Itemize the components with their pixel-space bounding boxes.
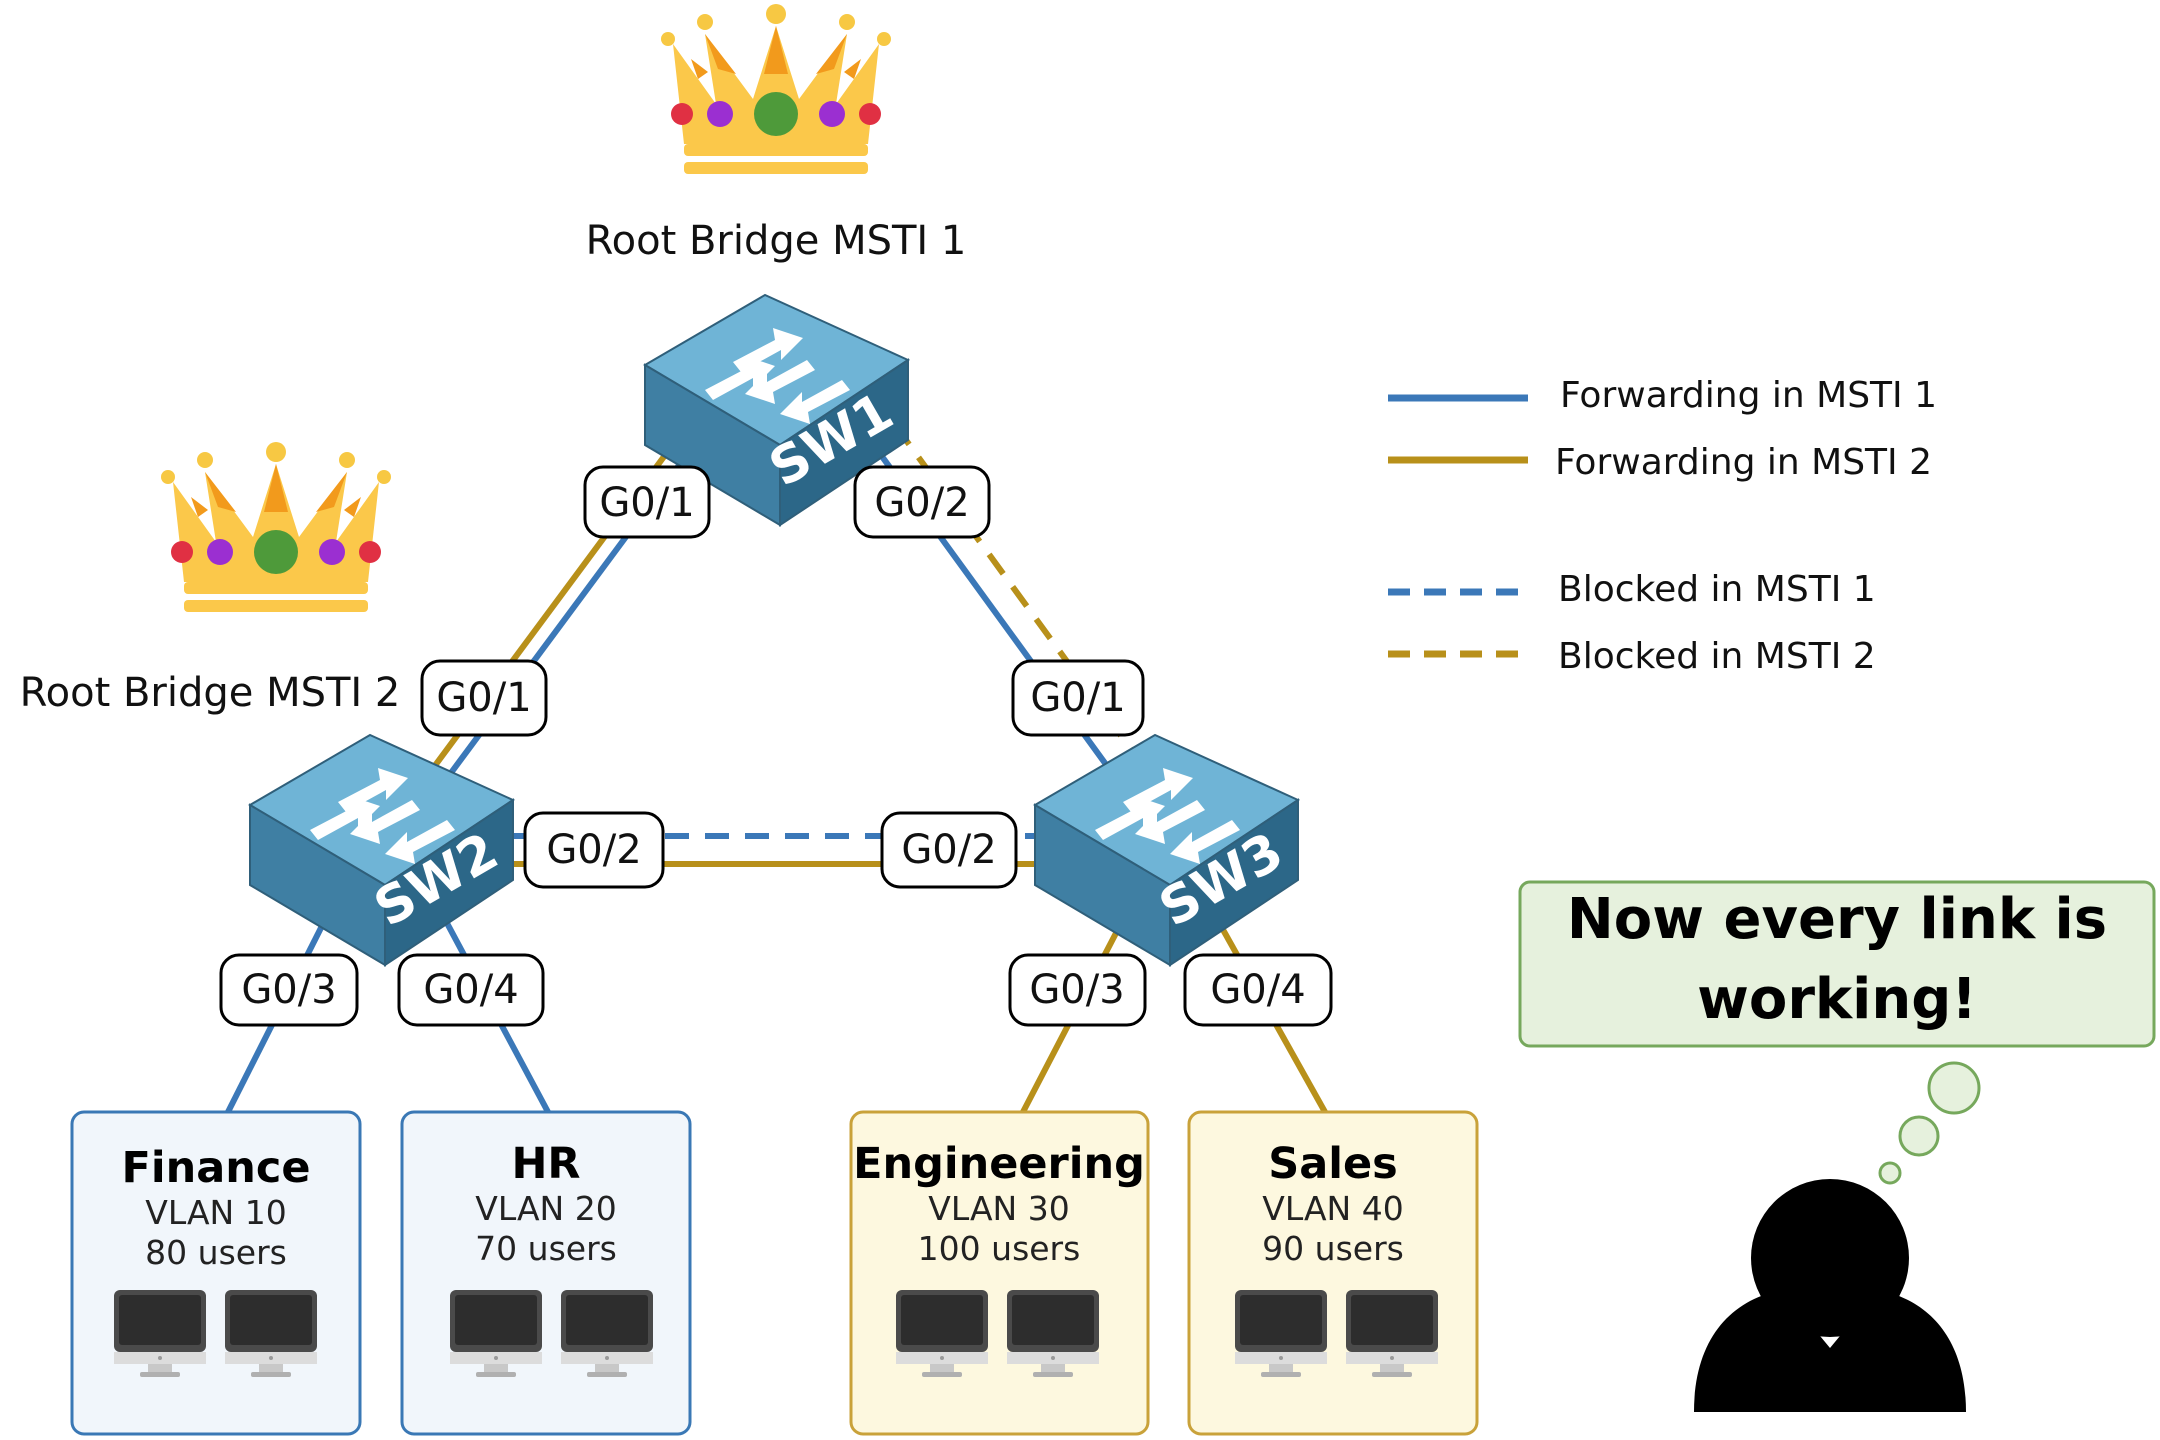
port-sw3-g03: G0/3	[1008, 953, 1147, 1027]
computer-icon	[1007, 1290, 1099, 1377]
group-finance-users: 80 users	[145, 1233, 287, 1272]
port-sw1-g02: G0/2	[853, 465, 991, 539]
svg-text:G0/1: G0/1	[436, 675, 531, 721]
computer-icon	[561, 1290, 653, 1377]
group-hr-vlan: VLAN 20	[475, 1189, 616, 1228]
svg-text:G0/2: G0/2	[546, 827, 641, 873]
group-engineering-vlan: VLAN 30	[928, 1189, 1069, 1228]
svg-text:G0/3: G0/3	[241, 967, 336, 1013]
legend-fwd-msti2-label: Forwarding in MSTI 2	[1555, 442, 1932, 483]
crown-msti1-icon	[661, 4, 891, 174]
computer-icon	[1346, 1290, 1438, 1377]
group-finance-name: Finance	[121, 1143, 310, 1193]
group-hr-users: 70 users	[475, 1229, 617, 1268]
port-labels: G0/1 G0/2 G0/1 G0/1 G0/2 G0/2 G0/3 G0/4	[219, 465, 1333, 1027]
group-hr-name: HR	[511, 1139, 580, 1189]
port-sw2-g03: G0/3	[219, 953, 359, 1027]
port-sw2-g01: G0/1	[420, 659, 548, 737]
group-finance: Finance VLAN 10 80 users	[70, 1110, 362, 1436]
switch-sw2[interactable]: SW2	[249, 734, 514, 966]
port-sw2-g04: G0/4	[397, 953, 545, 1027]
legend: Forwarding in MSTI 1 Forwarding in MSTI …	[1388, 375, 1937, 677]
legend-blk-msti2-label: Blocked in MSTI 2	[1558, 636, 1876, 677]
port-sw3-g01: G0/1	[1011, 659, 1145, 737]
port-sw3-g02: G0/2	[880, 811, 1018, 889]
group-finance-vlan: VLAN 10	[145, 1193, 286, 1232]
computer-icon	[896, 1290, 988, 1377]
crown-msti2-icon	[161, 442, 391, 612]
legend-blk-msti1-label: Blocked in MSTI 1	[1558, 569, 1876, 610]
root-bridge-msti1-label: Root Bridge MSTI 1	[586, 218, 967, 264]
port-sw2-g02: G0/2	[523, 811, 665, 889]
switch-sw3[interactable]: SW3	[1034, 734, 1299, 966]
computer-icon	[114, 1290, 206, 1377]
group-sales-vlan: VLAN 40	[1262, 1189, 1403, 1228]
thought-dot-large	[1927, 1061, 1981, 1115]
svg-text:G0/4: G0/4	[1210, 967, 1305, 1013]
thought-dot-medium	[1898, 1115, 1940, 1157]
thought-line1: Now every link is	[1567, 887, 2107, 952]
person-icon	[1694, 1179, 1966, 1412]
legend-fwd-msti1-label: Forwarding in MSTI 1	[1560, 375, 1937, 416]
computer-icon	[1235, 1290, 1327, 1377]
thought-dot-small	[1878, 1161, 1902, 1185]
port-sw3-g04: G0/4	[1183, 953, 1333, 1027]
port-sw1-g01: G0/1	[583, 465, 711, 539]
group-engineering: Engineering VLAN 30 100 users	[849, 1110, 1150, 1436]
group-engineering-users: 100 users	[918, 1229, 1081, 1268]
svg-text:G0/3: G0/3	[1029, 967, 1124, 1013]
group-sales: Sales VLAN 40 90 users	[1187, 1110, 1479, 1436]
computer-icon	[450, 1290, 542, 1377]
root-bridge-msti2-label: Root Bridge MSTI 2	[20, 670, 401, 716]
svg-text:G0/2: G0/2	[901, 827, 996, 873]
thought-line2: working!	[1697, 967, 1977, 1032]
group-sales-users: 90 users	[1262, 1229, 1404, 1268]
svg-text:G0/4: G0/4	[423, 967, 518, 1013]
svg-text:G0/2: G0/2	[874, 480, 969, 526]
group-sales-name: Sales	[1268, 1139, 1397, 1189]
computer-icon	[225, 1290, 317, 1377]
thought-bubble: Now every link is working!	[1518, 880, 2156, 1185]
svg-text:G0/1: G0/1	[599, 480, 694, 526]
group-hr: HR VLAN 20 70 users	[400, 1110, 692, 1436]
svg-text:G0/1: G0/1	[1030, 675, 1125, 721]
group-engineering-name: Engineering	[853, 1139, 1145, 1189]
